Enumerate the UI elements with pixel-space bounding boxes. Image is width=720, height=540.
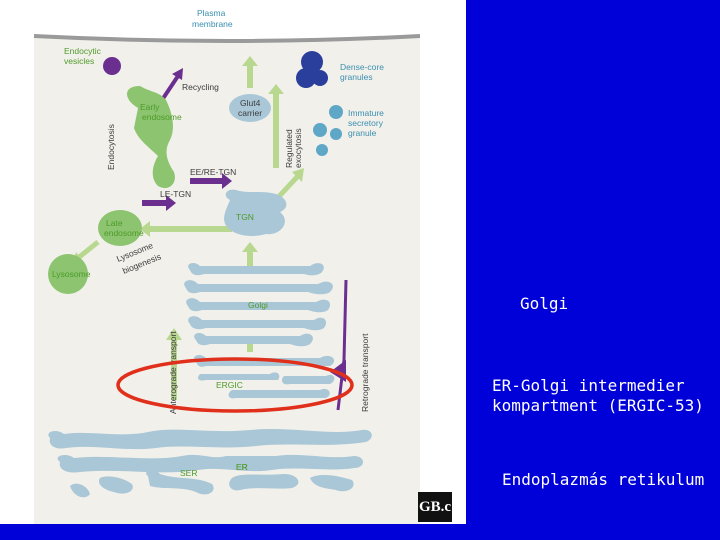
gb-logo: GB.c — [418, 492, 452, 522]
label-anterograde: Anterograde transport — [168, 331, 178, 414]
dense-core-granule — [296, 68, 316, 88]
plasma-membrane — [33, 34, 421, 43]
label-recycling: Recycling — [182, 82, 219, 92]
label-dense-core-1: Dense-core — [340, 62, 384, 72]
label-plasma-membrane-1: Plasma — [197, 8, 226, 18]
ergic-highlight-ring — [116, 357, 354, 413]
label-late-endosome-2: endosome — [104, 228, 144, 238]
tgn-to-granules-arrowhead — [292, 168, 304, 182]
golgi-to-tgn-arrow — [242, 242, 258, 266]
label-early-endosome-1: Early — [140, 102, 160, 112]
endocytic-vesicle — [103, 57, 121, 75]
label-er: ER — [236, 462, 248, 472]
lysosome-biogenesis-arrow — [76, 240, 100, 260]
annotation-golgi: Golgi — [520, 294, 569, 313]
label-retrograde: Retrograde transport — [360, 333, 370, 412]
glut4-carrier — [229, 94, 271, 122]
label-le-tgn: LE-TGN — [160, 189, 191, 199]
label-endocytosis: Endocytosis — [106, 124, 116, 170]
retrograde-arrow — [336, 279, 348, 411]
label-early-endosome-2: endosome — [142, 112, 182, 122]
ee-re-tgn-purple-arrow — [190, 173, 232, 189]
label-ee-re-tgn: EE/RE-TGN — [190, 167, 236, 177]
late-endosome — [98, 210, 142, 246]
golgi-stack — [184, 263, 333, 347]
immature-granule — [313, 123, 327, 137]
plasma-membrane-band — [34, 18, 420, 41]
trans-golgi-network — [224, 189, 287, 236]
label-regulated-1: Regulated — [284, 129, 294, 168]
glut4-up-arrow — [242, 56, 258, 88]
label-late-endosome-1: Late — [106, 218, 123, 228]
label-glut4-2: carrier — [238, 108, 262, 118]
recycling-arrowhead — [172, 68, 183, 80]
label-immature-2: secretory — [348, 118, 384, 128]
blue-side-panel — [466, 0, 720, 540]
label-glut4-1: Glut4 — [240, 98, 261, 108]
label-golgi: Golgi — [248, 300, 268, 310]
dense-core-granule — [312, 70, 328, 86]
le-tgn-purple-arrow — [142, 195, 176, 211]
early-endosome — [127, 86, 175, 189]
label-plasma-membrane-2: membrane — [192, 19, 233, 29]
ergic-up-arrow-stem — [247, 344, 253, 352]
immature-granule — [316, 144, 328, 156]
tgn-to-late-endosome-arrow — [140, 221, 232, 237]
label-endocytic-vesicles-2: vesicles — [64, 56, 94, 66]
regulated-exocytosis-arrow — [268, 84, 284, 168]
label-immature-1: Immature — [348, 108, 384, 118]
label-lysosome: Lysosome — [52, 269, 91, 279]
label-tgn: TGN — [236, 212, 254, 222]
endoplasmic-reticulum — [48, 429, 372, 498]
label-dense-core-2: granules — [340, 72, 373, 82]
cell-transport-diagram: Plasma membrane Endocytic vesicles Recyc… — [33, 8, 421, 524]
lysosome — [48, 254, 88, 294]
label-ergic: ERGIC — [216, 380, 243, 390]
label-ser: SER — [180, 468, 197, 478]
dense-core-granule — [301, 51, 323, 73]
immature-granule — [329, 105, 343, 119]
immature-granule — [330, 128, 342, 140]
label-endocytic-vesicles-1: Endocytic — [64, 46, 102, 56]
label-immature-3: granule — [348, 128, 377, 138]
blue-bottom-bar — [0, 524, 466, 540]
label-er: ER — [236, 462, 248, 472]
label-regulated-2: exocytosis — [293, 128, 303, 168]
annotation-ergic: ER-Golgi intermedier kompartment (ERGIC-… — [492, 376, 704, 415]
recycling-arrow — [160, 74, 180, 102]
annotation-er: Endoplazmás retikulum — [502, 470, 705, 489]
